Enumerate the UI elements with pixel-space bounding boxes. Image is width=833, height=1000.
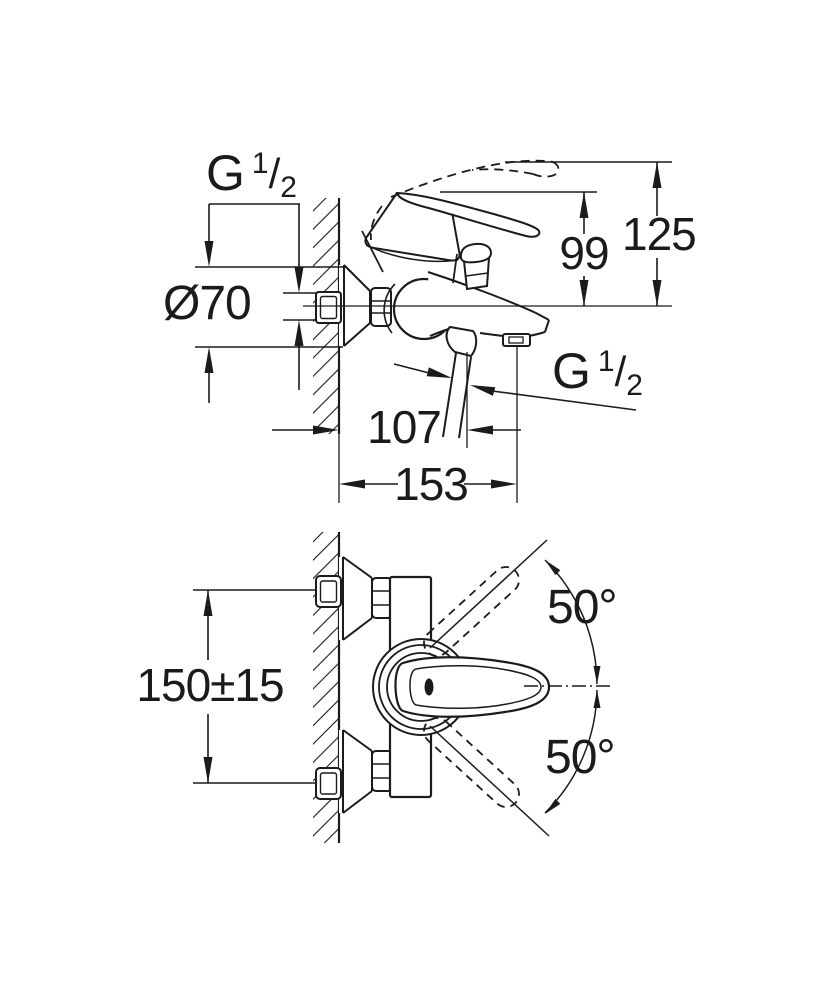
body-shoulder-arc bbox=[383, 283, 396, 334]
dim-connection-centres bbox=[203, 590, 213, 783]
lever-swivel-positions-dashed bbox=[423, 566, 520, 808]
spout bbox=[427, 271, 550, 338]
leader-thread-hose bbox=[393, 363, 637, 411]
thread-denominator: 2 bbox=[280, 171, 297, 204]
label-swivel-angle-down: 50° bbox=[545, 731, 616, 784]
label-lever-height-open: 125 bbox=[622, 208, 697, 260]
lever-handle-side bbox=[361, 191, 541, 284]
thread-slash: / bbox=[268, 150, 281, 197]
bottom-connection bbox=[315, 729, 393, 814]
front-view-dimensions bbox=[203, 539, 614, 837]
thread-denominator: 2 bbox=[626, 369, 643, 402]
lever-handle-front bbox=[394, 656, 551, 718]
dim-hose-offset bbox=[272, 352, 521, 448]
swivel-angle-annotation bbox=[429, 539, 614, 837]
diverter-knob bbox=[459, 242, 493, 291]
dim-thread-wall bbox=[204, 203, 316, 390]
label-spout-depth: 153 bbox=[394, 458, 469, 510]
thread-size-letter: G bbox=[206, 145, 245, 201]
side-view-dimensions bbox=[195, 161, 672, 503]
top-connection bbox=[315, 556, 393, 641]
spout-outlet bbox=[502, 333, 531, 347]
dim-lever-heights bbox=[440, 161, 672, 306]
thread-numerator: 1 bbox=[597, 345, 615, 378]
label-escutcheon-diameter: Ø70 bbox=[163, 277, 252, 330]
label-swivel-angle-up: 50° bbox=[547, 581, 618, 634]
dim-escutcheon-diameter bbox=[195, 266, 343, 403]
front-view bbox=[193, 532, 551, 843]
lever-handle-raised-dashed bbox=[369, 159, 560, 241]
wall-union-fitting bbox=[315, 291, 342, 324]
dim-spout-depth bbox=[339, 346, 518, 503]
label-lever-height: 99 bbox=[559, 227, 609, 279]
label-connection-centres: 150±15 bbox=[136, 659, 284, 711]
shower-hose bbox=[442, 325, 478, 439]
thread-size-letter: G bbox=[552, 343, 591, 399]
lever-hole bbox=[424, 678, 434, 696]
thread-slash: / bbox=[614, 348, 627, 395]
thread-numerator: 1 bbox=[251, 147, 269, 180]
label-hose-offset: 107 bbox=[367, 401, 442, 453]
